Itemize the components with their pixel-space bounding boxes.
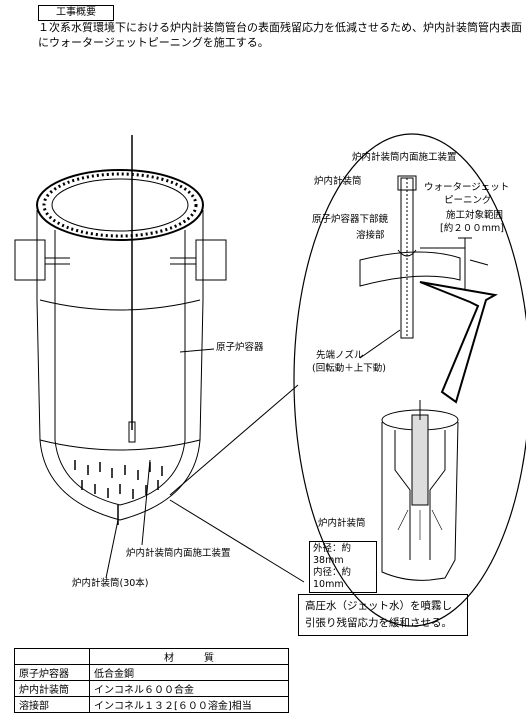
outer-diameter: 外径：約38mm	[313, 543, 352, 566]
label-detail-device: 炉内計装筒内面施工装置	[352, 152, 457, 163]
work-summary: １次系水質環境下における炉内計装筒管台の表面残留応力を低減させるため、炉内計装筒…	[38, 21, 522, 49]
material-cell: インコネル６００合金	[89, 680, 289, 697]
label-section-tube: 炉内計装筒	[318, 518, 366, 529]
materials-header-material: 材 質	[89, 648, 289, 665]
table-row: 溶接部 インコネル１３２[６００溶金]相当	[14, 696, 289, 713]
upper-detail-drawing	[359, 175, 489, 339]
section-detail-drawing	[381, 400, 459, 581]
note-line-2: 引張り残留応力を緩和させる。	[305, 617, 452, 629]
section-title: 工事概要	[38, 5, 114, 21]
label-weld: 溶接部	[356, 230, 385, 241]
label-incore-tube-count: 炉内計装筒(30本)	[72, 578, 149, 589]
part-cell: 炉内計装筒	[14, 680, 90, 697]
label-incore-surface-device: 炉内計装筒内面施工装置	[126, 548, 231, 559]
label-reactor-vessel: 原子炉容器	[216, 342, 264, 353]
label-nozzle-line1: 先端ノズル	[316, 350, 364, 361]
label-wjp-line1: ウォータージェット	[424, 182, 510, 193]
label-range-line2: [約２００mm]	[440, 223, 504, 234]
label-range-line1: 施工対象範囲	[446, 210, 504, 221]
part-cell: 溶接部	[14, 696, 90, 713]
label-lower-mirror: 原子炉容器下部鏡	[312, 214, 389, 225]
material-cell: 低合金鋼	[89, 664, 289, 681]
label-detail-tube: 炉内計装筒	[314, 176, 362, 187]
tube-dimensions: 外径：約38mm 内径：約10mm	[309, 541, 377, 593]
inner-diameter: 内径：約10mm	[313, 567, 352, 590]
materials-table: 材 質 原子炉容器 低合金鋼 炉内計装筒 インコネル６００合金 溶接部 インコネ…	[14, 648, 289, 713]
label-nozzle-line2: (回転動＋上下動)	[312, 363, 386, 374]
table-row: 原子炉容器 低合金鋼	[14, 664, 289, 681]
material-cell: インコネル１３２[６００溶金]相当	[89, 696, 289, 713]
note-line-1: 高圧水（ジェット水）を噴霧し	[305, 600, 452, 612]
process-note: 高圧水（ジェット水）を噴霧し 引張り残留応力を緩和させる。	[298, 594, 468, 636]
materials-header-row: 材 質	[14, 648, 289, 665]
part-cell: 原子炉容器	[14, 664, 90, 681]
label-wjp-line2: ピーニング	[444, 195, 492, 206]
materials-header-blank	[14, 648, 90, 665]
reactor-vessel-drawing	[14, 135, 227, 525]
table-row: 炉内計装筒 インコネル６００合金	[14, 680, 289, 697]
